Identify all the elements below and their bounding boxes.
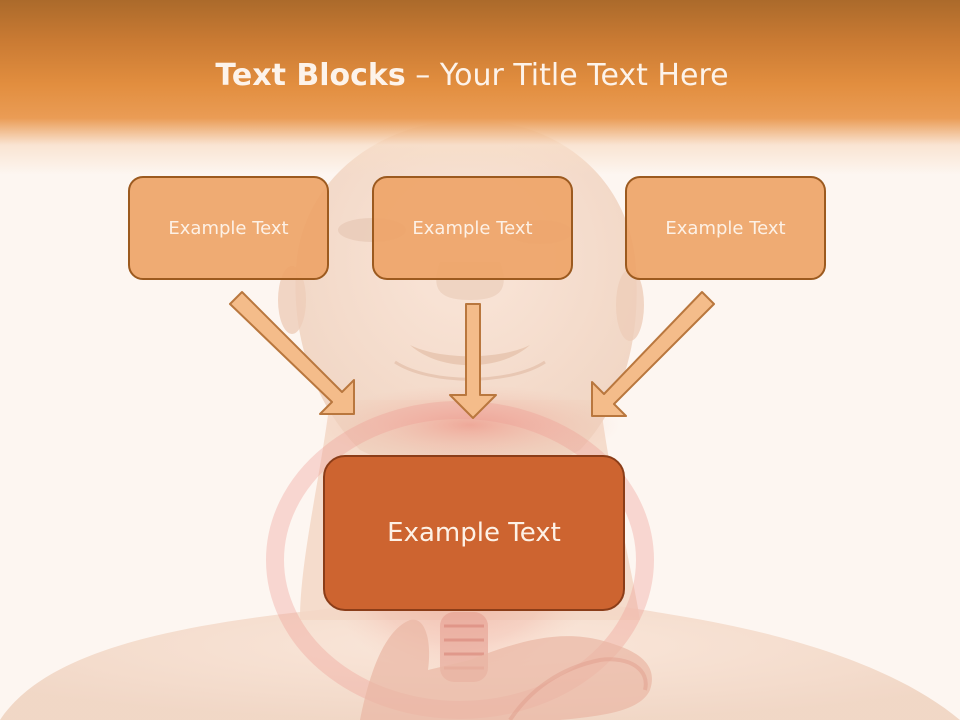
text-block-right[interactable]: Example Text [625, 176, 826, 280]
text-block-right-label: Example Text [665, 217, 786, 239]
arrow-left-icon [229, 291, 355, 415]
title-bold: Text Blocks [215, 58, 406, 93]
title-separator: – [405, 58, 440, 93]
arrow-center-icon [449, 303, 497, 419]
title-rest: Your Title Text Here [439, 58, 729, 93]
header-band [0, 0, 960, 175]
text-block-main[interactable]: Example Text [323, 455, 625, 611]
slide-title: Text Blocks – Your Title Text Here [0, 52, 944, 100]
text-block-center[interactable]: Example Text [372, 176, 573, 280]
text-block-center-label: Example Text [412, 217, 533, 239]
text-block-main-label: Example Text [387, 518, 561, 548]
text-block-left-label: Example Text [168, 217, 289, 239]
text-block-left[interactable]: Example Text [128, 176, 329, 280]
arrow-right-icon [591, 291, 715, 417]
